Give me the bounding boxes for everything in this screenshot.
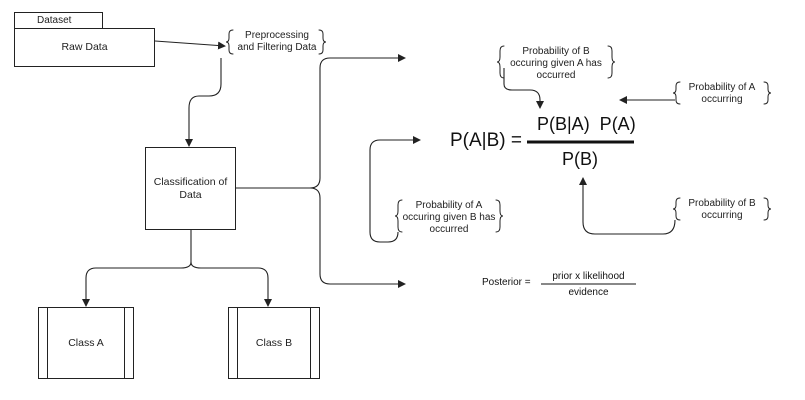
- preprocessing-label: Preprocessing and Filtering Data: [230, 30, 324, 54]
- arrow-evidence: [579, 177, 676, 235]
- posterior-line1: Probability of A: [415, 200, 483, 211]
- class-b-label: Class B: [255, 336, 293, 349]
- preprocessing-line2: and Filtering Data: [237, 42, 317, 53]
- bayes-denominator: P(B): [562, 149, 598, 169]
- arrow-likelihood: [503, 68, 544, 109]
- evidence-left-brace: [672, 197, 681, 221]
- prior-left-brace: [672, 81, 681, 105]
- classification-line1: Classification of: [153, 175, 228, 188]
- posterior-right-brace: [495, 199, 504, 233]
- posterior-line2: occuring given B has: [402, 212, 496, 223]
- arrow-preprocessing-to-classification: [185, 58, 222, 147]
- prior-line2: occurring: [701, 94, 743, 105]
- prior-right-brace: [763, 81, 772, 105]
- arrow-classification-to-posterior: [309, 187, 406, 288]
- arrow-raw-to-preprocessing: [154, 40, 226, 50]
- preprocessing-line1: Preprocessing: [245, 30, 309, 41]
- raw-data-box[interactable]: Raw Data: [14, 28, 155, 67]
- posterior-denominator: evidence: [568, 287, 609, 298]
- class-a-box[interactable]: Class A: [38, 307, 134, 379]
- posterior-left-brace: [394, 199, 403, 233]
- arrow-to-class-a: [82, 230, 192, 307]
- likelihood-annotation: Probability of B occuring given A has oc…: [503, 46, 609, 82]
- posterior-annotation: Probability of A occuring given B has oc…: [401, 200, 497, 236]
- classification-box[interactable]: Classification of Data: [145, 147, 236, 230]
- bayes-lhs: P(A|B) =: [450, 130, 522, 151]
- likelihood-line2: occuring given A has: [510, 58, 602, 69]
- posterior-numerator: prior x likelihood: [552, 271, 625, 282]
- prior-annotation: Probability of A occurring: [679, 82, 765, 106]
- preprocessing-right-brace: [318, 29, 327, 55]
- likelihood-line3: occurred: [536, 70, 576, 81]
- likelihood-right-brace: [607, 45, 616, 79]
- preprocessing-left-brace: [225, 29, 234, 55]
- class-a-label: Class A: [68, 336, 104, 349]
- posterior-line3: occurred: [429, 224, 469, 235]
- classification-line2: Data: [179, 188, 202, 201]
- arrow-to-class-b: [190, 261, 272, 307]
- prior-line1: Probability of A: [688, 82, 756, 93]
- arrow-posterior: [369, 136, 421, 243]
- evidence-annotation: Probability of B occurring: [679, 198, 765, 222]
- evidence-line2: occurring: [701, 210, 743, 221]
- likelihood-left-brace: [496, 45, 505, 79]
- likelihood-line1: Probability of B: [522, 46, 590, 57]
- dataset-tab[interactable]: Dataset: [14, 12, 103, 29]
- evidence-line1: Probability of B: [688, 198, 756, 209]
- raw-data-label: Raw Data: [61, 41, 108, 53]
- evidence-right-brace: [763, 197, 772, 221]
- bayes-numerator: P(B|A) P(A): [537, 114, 636, 134]
- posterior-label: Posterior =: [482, 277, 531, 288]
- class-b-box[interactable]: Class B: [228, 307, 320, 379]
- arrow-classification-to-bayes: [236, 54, 406, 189]
